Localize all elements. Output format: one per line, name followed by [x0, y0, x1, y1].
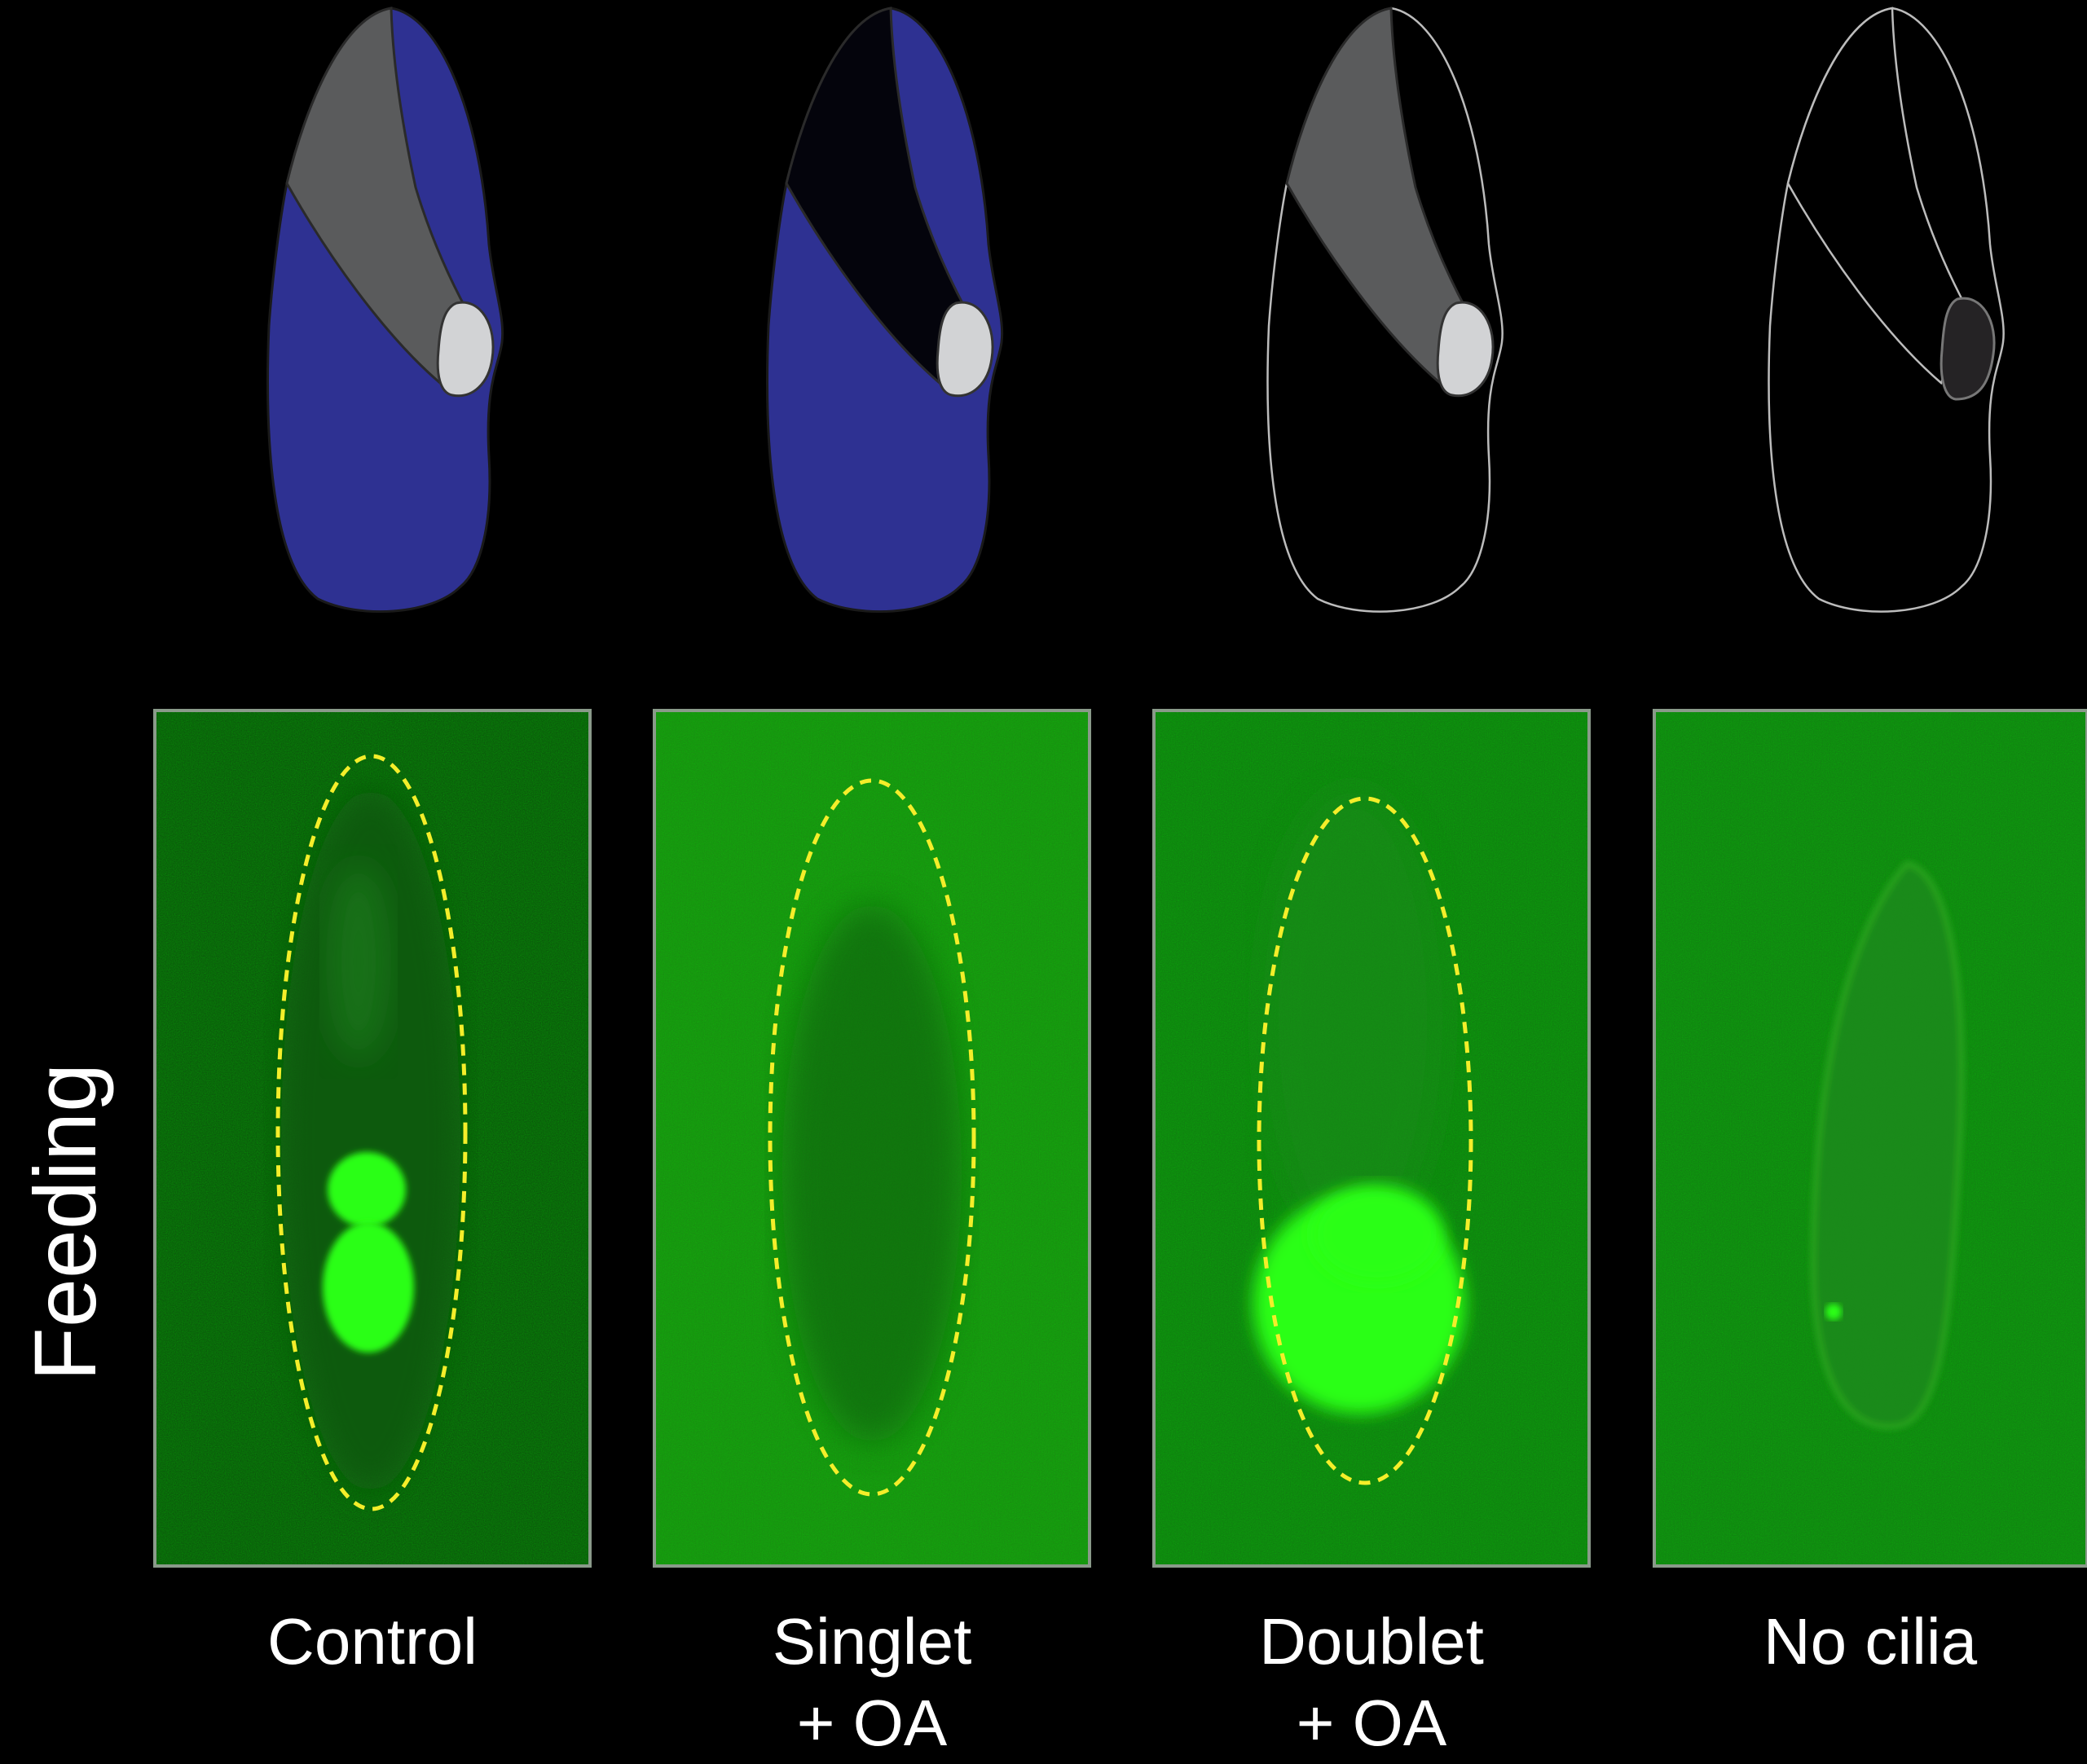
oral-region — [1786, 7, 1971, 385]
food-vacuole — [436, 301, 495, 398]
oral-region — [785, 7, 970, 385]
caption-line-1: No cilia — [1763, 1605, 1978, 1678]
caption-line-2: + OA — [1296, 1687, 1447, 1759]
cell-outline — [768, 778, 976, 1497]
micrograph-singlet-oa — [653, 709, 1091, 1568]
caption-doublet-oa: Doublet + OA — [1143, 1601, 1600, 1764]
micrograph-no-cilia — [1653, 709, 2087, 1568]
food-vacuole — [936, 301, 994, 398]
row-label: Feeding — [15, 1062, 114, 1382]
caption-no-cilia: No cilia — [1642, 1601, 2087, 1683]
caption-control: Control — [144, 1601, 601, 1683]
oral-region — [1285, 7, 1470, 385]
caption-line-1: Singlet — [772, 1605, 972, 1678]
cell-diagram-control — [266, 7, 504, 614]
fluorescent-food-vacuole — [323, 1152, 414, 1353]
caption-singlet-oa: Singlet + OA — [644, 1601, 1100, 1764]
oral-region — [285, 7, 470, 385]
cell-diagram-no-cilia — [1768, 7, 2005, 613]
food-vacuole — [1436, 301, 1495, 398]
micrograph-doublet-oa — [1152, 709, 1591, 1568]
caption-line-2: + OA — [796, 1687, 948, 1759]
fluorescent-food-vacuole — [1253, 1186, 1465, 1414]
cell-diagram-singlet-oa — [766, 7, 1004, 614]
food-vacuole — [1940, 297, 1996, 401]
caption-line-1: Doublet — [1259, 1605, 1484, 1678]
cell-outline — [1257, 796, 1473, 1485]
micrograph-control — [153, 709, 592, 1568]
cell-diagram-doublet-oa — [1266, 7, 1504, 613]
unciliated-cell — [1810, 860, 1965, 1430]
caption-line-1: Control — [267, 1605, 478, 1678]
cell-outline — [275, 754, 468, 1511]
